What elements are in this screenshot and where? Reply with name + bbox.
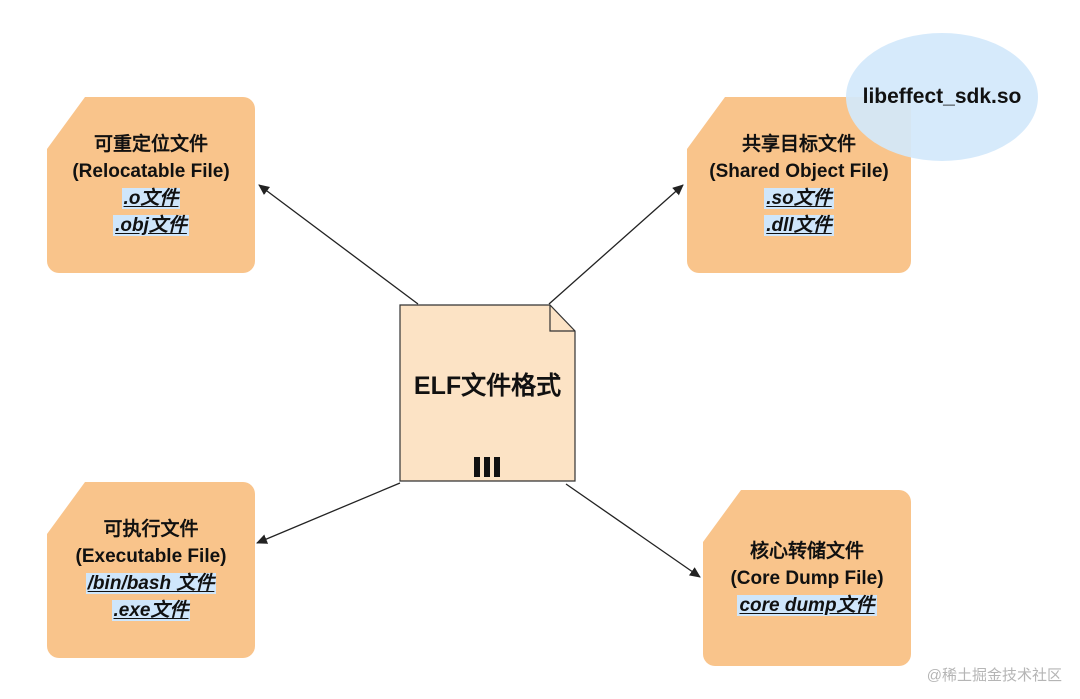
example-link[interactable]: .so文件 xyxy=(764,188,834,209)
callout-text: libeffect_sdk.so xyxy=(862,85,1022,108)
node-subtitle: (Relocatable File) xyxy=(72,161,230,182)
node-title: 可重定位文件 xyxy=(93,134,208,155)
example-link[interactable]: .dll文件 xyxy=(764,215,834,236)
center-document-shape xyxy=(399,304,576,482)
example-link[interactable]: .obj文件 xyxy=(113,215,189,236)
callout-bubble: libeffect_sdk.so xyxy=(846,33,1038,161)
node-subtitle: (Executable File) xyxy=(75,546,227,567)
arrow-to-relocatable xyxy=(258,184,419,305)
node-subtitle: (Core Dump File) xyxy=(730,567,884,589)
watermark: @稀土掘金技术社区 xyxy=(926,667,1062,684)
node-subtitle: (Shared Object File) xyxy=(709,161,889,182)
node-title: 共享目标文件 xyxy=(741,134,856,155)
node-relocatable-file: 可重定位文件 (Relocatable File) .o文件 .obj文件 xyxy=(47,97,255,273)
example-link[interactable]: .o文件 xyxy=(121,188,181,209)
collapse-marker-icon xyxy=(474,457,500,477)
node-title: 核心转储文件 xyxy=(749,540,864,562)
node-core-dump-file: 核心转储文件 (Core Dump File) core dump文件 xyxy=(703,490,911,666)
arrow-to-core xyxy=(565,483,701,578)
center-title: ELF文件格式 xyxy=(413,372,562,400)
example-link[interactable]: /bin/bash 文件 xyxy=(85,573,217,594)
example-link[interactable]: .exe文件 xyxy=(111,600,191,621)
center-document-fold xyxy=(549,305,575,332)
arrow-to-shared xyxy=(548,184,684,305)
node-executable-file: 可执行文件 (Executable File) /bin/bash 文件 .ex… xyxy=(47,482,255,658)
example-link[interactable]: core dump文件 xyxy=(737,594,877,616)
arrow-to-executable xyxy=(256,482,401,544)
node-title: 可执行文件 xyxy=(103,519,199,540)
